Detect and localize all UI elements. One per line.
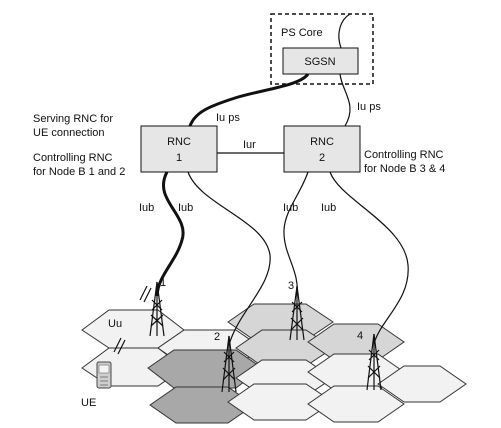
ps-core-label: PS Core — [281, 27, 323, 39]
rnc1-title: RNC — [167, 136, 191, 148]
serving-rnc-label-line1: Serving RNC for — [33, 113, 113, 125]
cell — [307, 385, 405, 423]
cell-grid — [81, 303, 467, 424]
serving-rnc-label-line2: UE connection — [33, 127, 105, 139]
iub-link-nodeb4 — [329, 171, 409, 345]
iub-link-nodeb2 — [187, 171, 271, 346]
radio-link-lightning — [113, 285, 152, 355]
rnc2-number: 2 — [319, 152, 325, 164]
nodeb-label-4: 4 — [357, 330, 363, 342]
iub-label-3: Iub — [283, 202, 298, 214]
tower-icon — [149, 281, 165, 337]
controlling-rnc1-label-line1: Controlling RNC — [33, 152, 113, 164]
controlling-rnc1-label-line2: for Node B 1 and 2 — [33, 166, 125, 178]
iub-label-4: Iub — [321, 202, 336, 214]
rnc1-box — [140, 125, 218, 173]
sgsn-core-link — [338, 13, 351, 49]
rnc1-number: 1 — [176, 152, 182, 164]
controlling-rnc2-label-line1: Controlling RNC — [364, 149, 444, 161]
phone-icon — [96, 361, 112, 389]
sgsn-box — [282, 47, 359, 75]
rnc2-box — [283, 125, 361, 173]
iu-ps-link-rnc1 — [188, 72, 310, 127]
tower-icon — [366, 333, 382, 391]
controlling-rnc2-label-line2: for Node B 3 & 4 — [364, 163, 445, 175]
nodeb-label-3: 3 — [288, 280, 294, 292]
ue-label: UE — [81, 397, 96, 409]
iub-link-nodeb1 — [155, 171, 185, 297]
iub-label-2: Iub — [178, 202, 193, 214]
iu-ps-label-left: Iu ps — [216, 112, 240, 124]
iub-link-nodeb3 — [283, 171, 309, 297]
cell — [377, 365, 467, 403]
rnc2-title: RNC — [310, 136, 334, 148]
nodeb-label-2: 2 — [214, 331, 220, 343]
nodeb-label-1: 1 — [160, 277, 166, 289]
ps-core-boundary — [270, 13, 374, 85]
iu-ps-link-rnc2 — [339, 73, 351, 127]
uu-label: Uu — [108, 318, 122, 330]
iub-label-1: Iub — [139, 202, 154, 214]
iu-ps-label-right: Iu ps — [357, 101, 381, 113]
iur-label: Iur — [243, 139, 256, 151]
tower-icon — [289, 285, 305, 341]
sgsn-label: SGSN — [304, 56, 335, 68]
tower-icon — [221, 335, 237, 393]
